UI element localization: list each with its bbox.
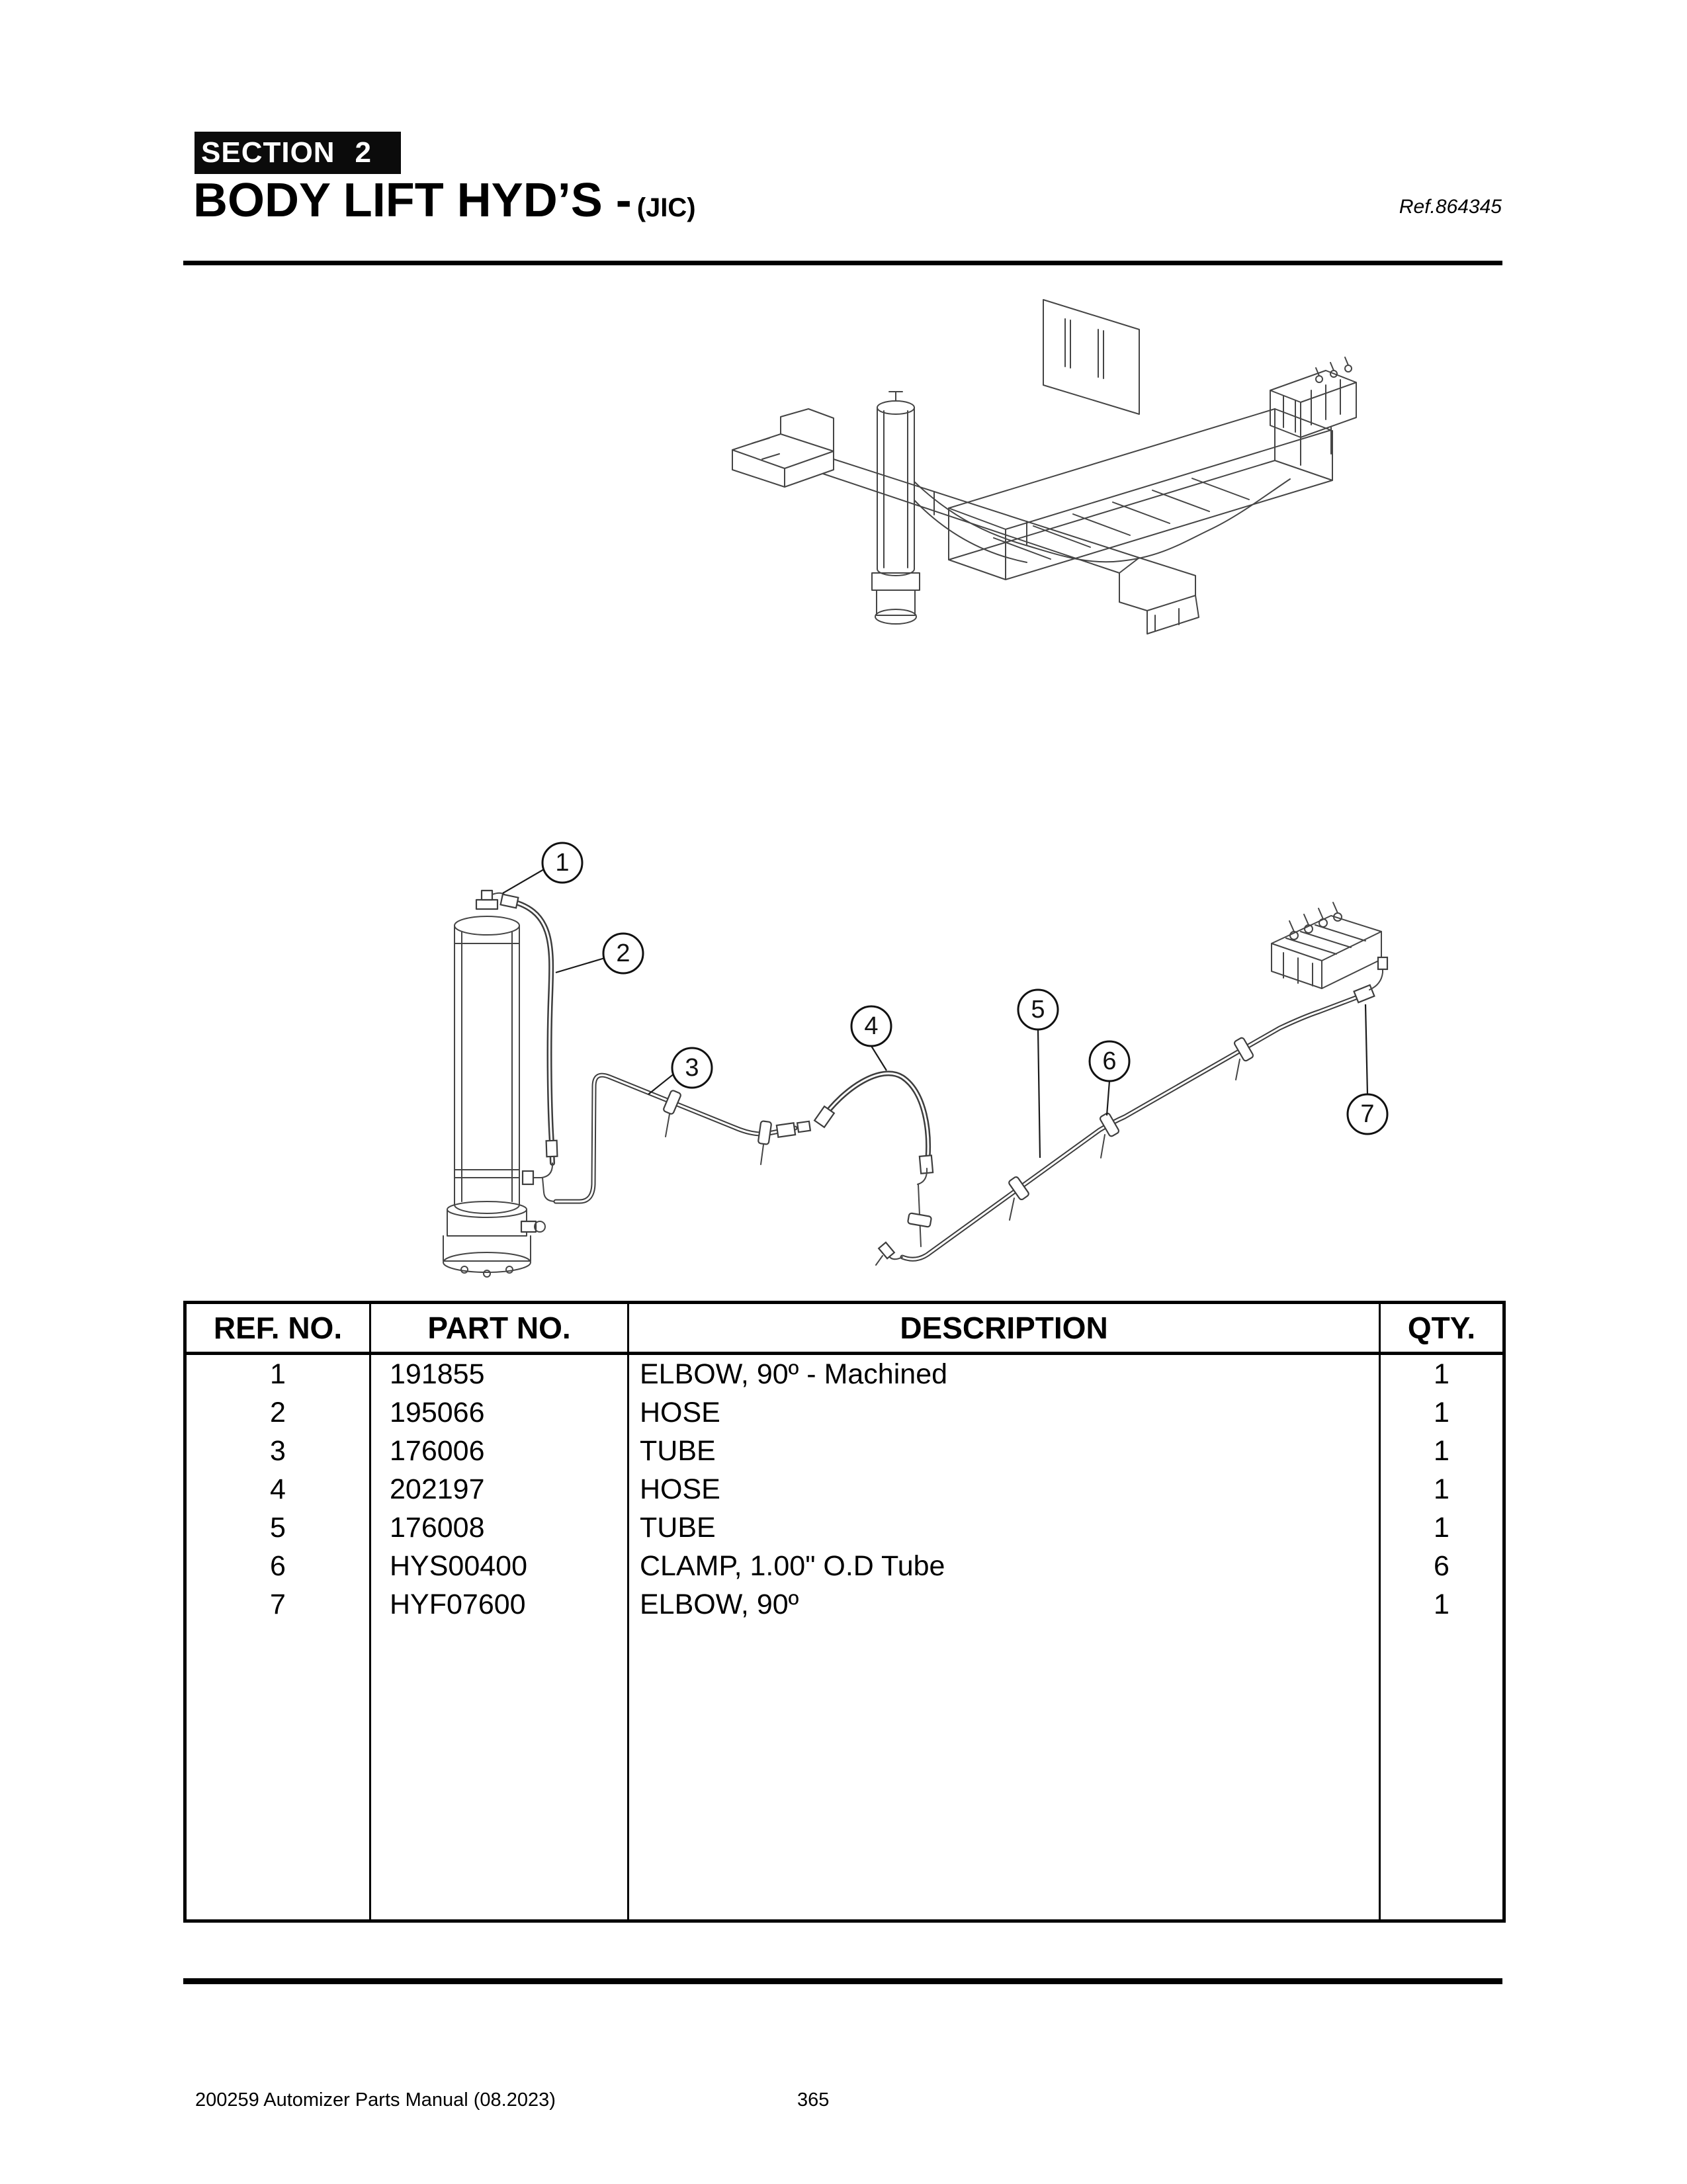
svg-text:5: 5: [1031, 996, 1045, 1024]
svg-text:6: 6: [1102, 1047, 1116, 1075]
ref-number: Ref.864345: [1399, 196, 1502, 218]
description-cell: HOSE: [627, 1470, 1380, 1508]
hose-2: [499, 893, 558, 1202]
description-cell: CLAMP, 1.00" O.D Tube: [627, 1547, 1380, 1585]
section-badge: SECTION 2: [195, 132, 401, 174]
headboard: [1043, 299, 1140, 415]
qty-cell: 6: [1379, 1547, 1504, 1585]
front-frame-bracket: [732, 408, 834, 488]
qty-cell: 1: [1379, 1393, 1504, 1432]
qty-cell: 1: [1379, 1470, 1504, 1508]
title-main: BODY LIFT HYD’S -: [193, 174, 632, 227]
part-no-cell: HYF07600: [369, 1585, 628, 1624]
table-row: 6 HYS00400 CLAMP, 1.00" O.D Tube 6: [185, 1547, 1504, 1585]
description-cell: ELBOW, 90º - Machined: [627, 1353, 1380, 1393]
tube-5: [875, 997, 1358, 1266]
qty-cell: 1: [1379, 1508, 1504, 1547]
ref-no-cell: 2: [270, 1396, 286, 1428]
callout-3: 3: [671, 1047, 713, 1089]
table-row: 7 HYF07600 ELBOW, 90º 1: [185, 1585, 1504, 1624]
hydraulic-hoses: [914, 478, 1291, 563]
description-cell: TUBE: [627, 1508, 1380, 1547]
section-label: SECTION: [201, 136, 335, 169]
description-cell: ELBOW, 90º: [627, 1585, 1380, 1624]
svg-text:2: 2: [616, 939, 630, 967]
part-no-cell: HYS00400: [369, 1547, 628, 1585]
col-header-description: DESCRIPTION: [627, 1302, 1380, 1355]
svg-text:3: 3: [685, 1054, 699, 1082]
part-no-cell: 176006: [369, 1432, 628, 1470]
svg-text:7: 7: [1360, 1100, 1374, 1128]
col-header-ref-no: REF. NO.: [185, 1302, 370, 1355]
chassis-illustration: [732, 299, 1357, 634]
page-number: 365: [797, 2089, 830, 2111]
callout-2: 2: [602, 932, 644, 975]
table-row: 5 176008 TUBE 1: [185, 1508, 1504, 1547]
callout-6: 6: [1088, 1040, 1131, 1082]
ref-no-cell: 7: [270, 1588, 286, 1620]
lift-cylinder: [443, 889, 546, 1278]
top-rule: [183, 261, 1502, 265]
table-row: 1 191855 ELBOW, 90º - Machined 1: [185, 1353, 1504, 1393]
valve-block: [1271, 902, 1382, 989]
dump-body: [948, 408, 1333, 580]
ref-no-cell: 1: [270, 1358, 286, 1390]
description-cell: HOSE: [627, 1393, 1380, 1432]
page-title: BODY LIFT HYD’S -(JIC): [193, 173, 696, 228]
col-header-part-no: PART NO.: [369, 1302, 628, 1355]
elbow-7: [1353, 956, 1389, 1004]
part-no-cell: 191855: [369, 1353, 628, 1393]
col-header-qty: QTY.: [1379, 1302, 1504, 1355]
ref-no-cell: 5: [270, 1511, 286, 1544]
table-filler-row: [185, 1624, 1504, 1921]
table-row: 2 195066 HOSE 1: [185, 1393, 1504, 1432]
callout-4: 4: [850, 1005, 892, 1047]
bottom-rule: [183, 1978, 1502, 1984]
part-no-cell: 176008: [369, 1508, 628, 1547]
table-header-row: REF. NO. PART NO. DESCRIPTION QTY.: [185, 1302, 1504, 1355]
ref-no-cell: 6: [270, 1550, 286, 1582]
qty-cell: 1: [1379, 1432, 1504, 1470]
svg-text:1: 1: [555, 849, 569, 877]
parts-diagram: 1 2 3 4 5 6 7: [443, 842, 1389, 1278]
part-no-cell: 195066: [369, 1393, 628, 1432]
svg-text:4: 4: [864, 1012, 878, 1040]
tube-clamps: [662, 1036, 1255, 1228]
callout-7: 7: [1346, 1093, 1389, 1135]
frame-rails: [822, 459, 1196, 611]
qty-cell: 1: [1379, 1585, 1504, 1624]
footer-text: 200259 Automizer Parts Manual (08.2023): [195, 2089, 556, 2111]
hoist-cylinder: [871, 391, 920, 625]
parts-table: REF. NO. PART NO. DESCRIPTION QTY. 1 191…: [183, 1301, 1506, 1923]
table-row: 4 202197 HOSE 1: [185, 1470, 1504, 1508]
ref-no-cell: 3: [270, 1434, 286, 1467]
rear-bracket: [1146, 595, 1199, 634]
title-suffix: (JIC): [636, 193, 696, 222]
ref-no-cell: 4: [270, 1473, 286, 1505]
table-row: 3 176006 TUBE 1: [185, 1432, 1504, 1470]
tube-3: [556, 1075, 812, 1201]
description-cell: TUBE: [627, 1432, 1380, 1470]
part-no-cell: 202197: [369, 1470, 628, 1508]
callouts: 1 2 3 4 5 6 7: [502, 842, 1389, 1158]
callout-5: 5: [1017, 988, 1059, 1031]
valve-assembly: [1270, 357, 1357, 466]
qty-cell: 1: [1379, 1353, 1504, 1393]
callout-1: 1: [541, 842, 584, 884]
section-number: 2: [355, 136, 372, 169]
